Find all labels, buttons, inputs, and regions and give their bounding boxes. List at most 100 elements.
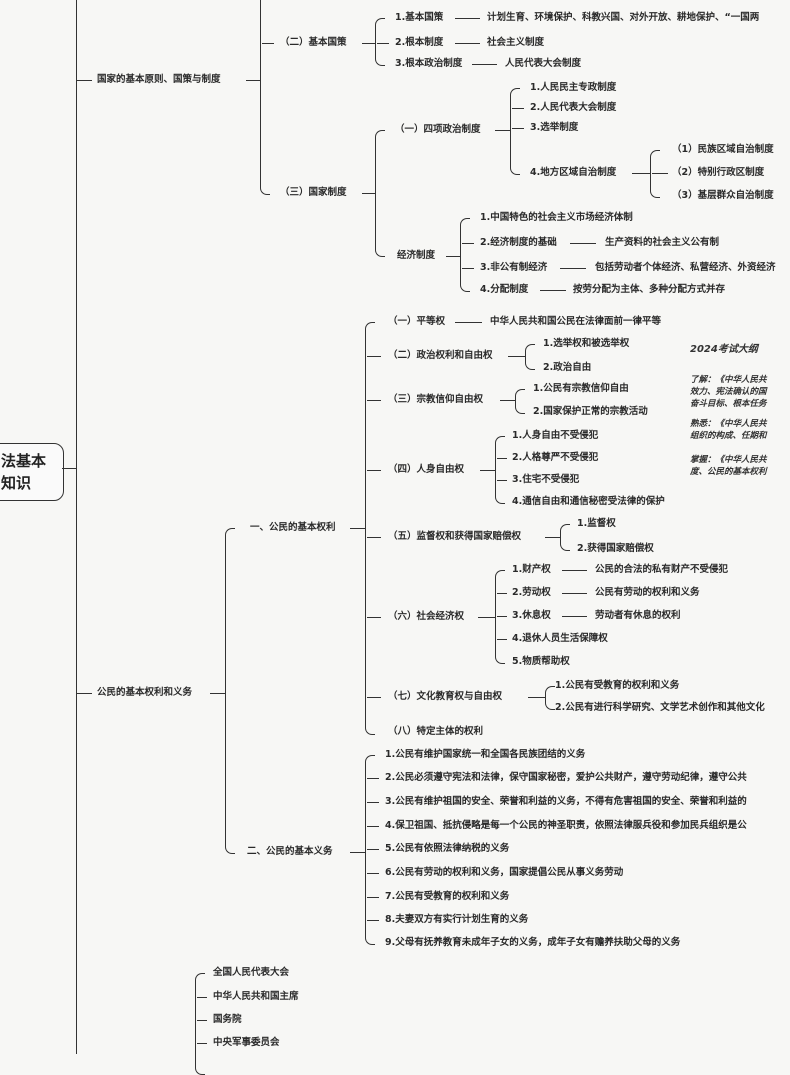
node-item[interactable]: 3.选举制度 xyxy=(530,122,579,133)
node-item[interactable]: 1.人身自由不受侵犯 xyxy=(512,430,599,441)
organ-item[interactable]: 中央军事委员会 xyxy=(213,1037,280,1048)
node-right-group[interactable]: （二）政治权利和自由权 xyxy=(388,350,493,361)
node-item[interactable]: 2.人格尊严不受侵犯 xyxy=(512,452,599,463)
node-item[interactable]: 4.退休人员生活保障权 xyxy=(512,633,608,644)
bracket xyxy=(365,322,375,735)
node-item[interactable]: 2.经济制度的基础 xyxy=(480,237,557,248)
node-right-group[interactable]: （五）监督权和获得国家赔偿权 xyxy=(388,531,522,542)
duty-item[interactable]: 8.夫妻双方有实行计划生育的义务 xyxy=(385,914,529,925)
node-basic-policy[interactable]: （二）基本国策 xyxy=(280,37,347,48)
node-item[interactable]: 2.获得国家赔偿权 xyxy=(577,543,654,554)
node-citizens[interactable]: 公民的基本权利和义务 xyxy=(97,687,193,698)
node-item[interactable]: 4.通信自由和通信秘密受法律的保护 xyxy=(512,496,665,507)
bracket xyxy=(560,524,570,551)
node-right-group[interactable]: （六）社会经济权 xyxy=(388,611,465,622)
connector xyxy=(497,593,507,594)
node-item[interactable]: 1.中国特色的社会主义市场经济体制 xyxy=(480,212,633,223)
connector xyxy=(562,593,587,594)
node-item[interactable]: 1.选举权和被选举权 xyxy=(543,338,630,349)
node-item[interactable]: 4.地方区域自治制度 xyxy=(530,167,617,178)
node-rights[interactable]: 一、公民的基本权利 xyxy=(250,522,336,533)
bracket xyxy=(225,528,235,854)
connector xyxy=(500,400,515,401)
connector xyxy=(508,356,525,357)
node-economic[interactable]: 经济制度 xyxy=(397,250,436,261)
node-right-group[interactable]: （三）宗教信仰自由权 xyxy=(388,394,484,405)
node-desc: 包括劳动者个体经济、私营经济、外资经济 xyxy=(595,262,776,273)
node-item[interactable]: 3.根本政治制度 xyxy=(395,58,463,69)
bracket xyxy=(510,88,520,175)
duty-item[interactable]: 7.公民有受教育的权利和义务 xyxy=(385,891,510,902)
node-right-group[interactable]: （八）特定主体的权利 xyxy=(388,726,484,737)
node-item[interactable]: （1）民族区域自治制度 xyxy=(672,144,774,155)
connector xyxy=(455,43,480,44)
connector xyxy=(210,693,225,694)
outline-line: 效力、宪法确认的国 xyxy=(690,387,767,397)
duty-item[interactable]: 9.父母有抚养教育未成年子女的义务，成年子女有赡养扶助父母的义务 xyxy=(385,937,681,948)
duty-item[interactable]: 1.公民有维护国家统一和全国各民族团结的义务 xyxy=(385,749,586,760)
connector xyxy=(362,43,375,44)
node-state-system[interactable]: （三）国家制度 xyxy=(280,187,347,198)
node-item[interactable]: 2.国家保护正常的宗教活动 xyxy=(533,406,648,417)
node-item[interactable]: 3.休息权 xyxy=(512,610,551,621)
duty-item[interactable]: 4.保卫祖国、抵抗侵略是每一个公民的神圣职责，依照法律服兵役和参加民兵组织是公 xyxy=(385,820,747,831)
node-principles[interactable]: 国家的基本原则、国策与制度 xyxy=(97,74,221,85)
connector xyxy=(350,528,365,529)
organ-item[interactable]: 全国人民代表大会 xyxy=(213,967,290,978)
node-item[interactable]: 1.监督权 xyxy=(577,518,616,529)
node-desc: 社会主义制度 xyxy=(487,37,545,48)
node-item[interactable]: 1.公民有受教育的权利和义务 xyxy=(555,680,680,691)
organ-item[interactable]: 中华人民共和国主席 xyxy=(213,991,299,1002)
node-item[interactable]: （2）特别行政区制度 xyxy=(672,167,765,178)
connector xyxy=(497,639,507,640)
node-duties[interactable]: 二、公民的基本义务 xyxy=(247,846,333,857)
node-item[interactable]: （3）基层群众自治制度 xyxy=(672,190,774,201)
bracket xyxy=(375,130,385,257)
node-item[interactable]: 3.非公有制经济 xyxy=(480,262,548,273)
connector xyxy=(652,173,668,174)
connector xyxy=(455,322,482,323)
connector xyxy=(497,616,507,617)
outline-line: 奋斗目标、根本任务 xyxy=(690,399,767,409)
connector xyxy=(512,108,524,109)
node-item[interactable]: 1.公民有宗教信仰自由 xyxy=(533,383,629,394)
node-item[interactable]: 1.基本国策 xyxy=(395,12,444,23)
node-right-group[interactable]: （一）平等权 xyxy=(388,316,446,327)
node-item[interactable]: 1.人民民主专政制度 xyxy=(530,82,617,93)
outline-line: 熟悉：《中华人民共 xyxy=(690,419,767,429)
duty-item[interactable]: 2.公民必须遵守宪法和法律，保守国家秘密，爱护公共财产，遵守劳动纪律，遵守公共 xyxy=(385,772,747,783)
duty-item[interactable]: 6.公民有劳动的权利和义务，国家提倡公民从事义务劳动 xyxy=(385,867,624,878)
connector xyxy=(462,243,474,244)
node-item[interactable]: 1.财产权 xyxy=(512,564,551,575)
organ-item[interactable]: 国务院 xyxy=(213,1014,242,1025)
node-item[interactable]: 2.人民代表大会制度 xyxy=(530,102,617,113)
connector xyxy=(367,873,379,874)
connector xyxy=(545,537,560,538)
outline-line: 度、公民的基本权利 xyxy=(690,467,767,477)
node-item[interactable]: 2.公民有进行科学研究、文学艺术创作和其他文化 xyxy=(555,702,765,713)
duty-item[interactable]: 3.公民有维护祖国的安全、荣誉和利益的义务，不得有危害祖国的安全、荣誉和利益的 xyxy=(385,796,747,807)
bracket xyxy=(495,436,505,504)
connector xyxy=(262,43,274,44)
connector xyxy=(367,826,379,827)
node-item[interactable]: 2.劳动权 xyxy=(512,587,551,598)
root-node[interactable]: 法基本 知识 xyxy=(0,443,64,501)
node-item[interactable]: 4.分配制度 xyxy=(480,284,529,295)
connector xyxy=(377,43,389,44)
node-item[interactable]: 5.物质帮助权 xyxy=(512,656,570,667)
bracket xyxy=(545,686,555,710)
node-right-group[interactable]: （七）文化教育权与自由权 xyxy=(388,691,503,702)
node-right-group[interactable]: （四）人身自由权 xyxy=(388,464,465,475)
node-item[interactable]: 2.政治自由 xyxy=(543,362,592,373)
bracket xyxy=(365,755,375,945)
node-item[interactable]: 3.住宅不受侵犯 xyxy=(512,474,580,485)
connector xyxy=(497,480,507,481)
connector xyxy=(570,243,596,244)
node-item[interactable]: 2.根本制度 xyxy=(395,37,444,48)
duty-item[interactable]: 5.公民有依照法律纳税的义务 xyxy=(385,843,510,854)
connector xyxy=(512,128,524,129)
connector xyxy=(197,1020,207,1021)
node-political[interactable]: （一）四项政治制度 xyxy=(395,124,481,135)
node-desc: 公民的合法的私有财产不受侵犯 xyxy=(595,564,729,575)
connector xyxy=(367,802,379,803)
